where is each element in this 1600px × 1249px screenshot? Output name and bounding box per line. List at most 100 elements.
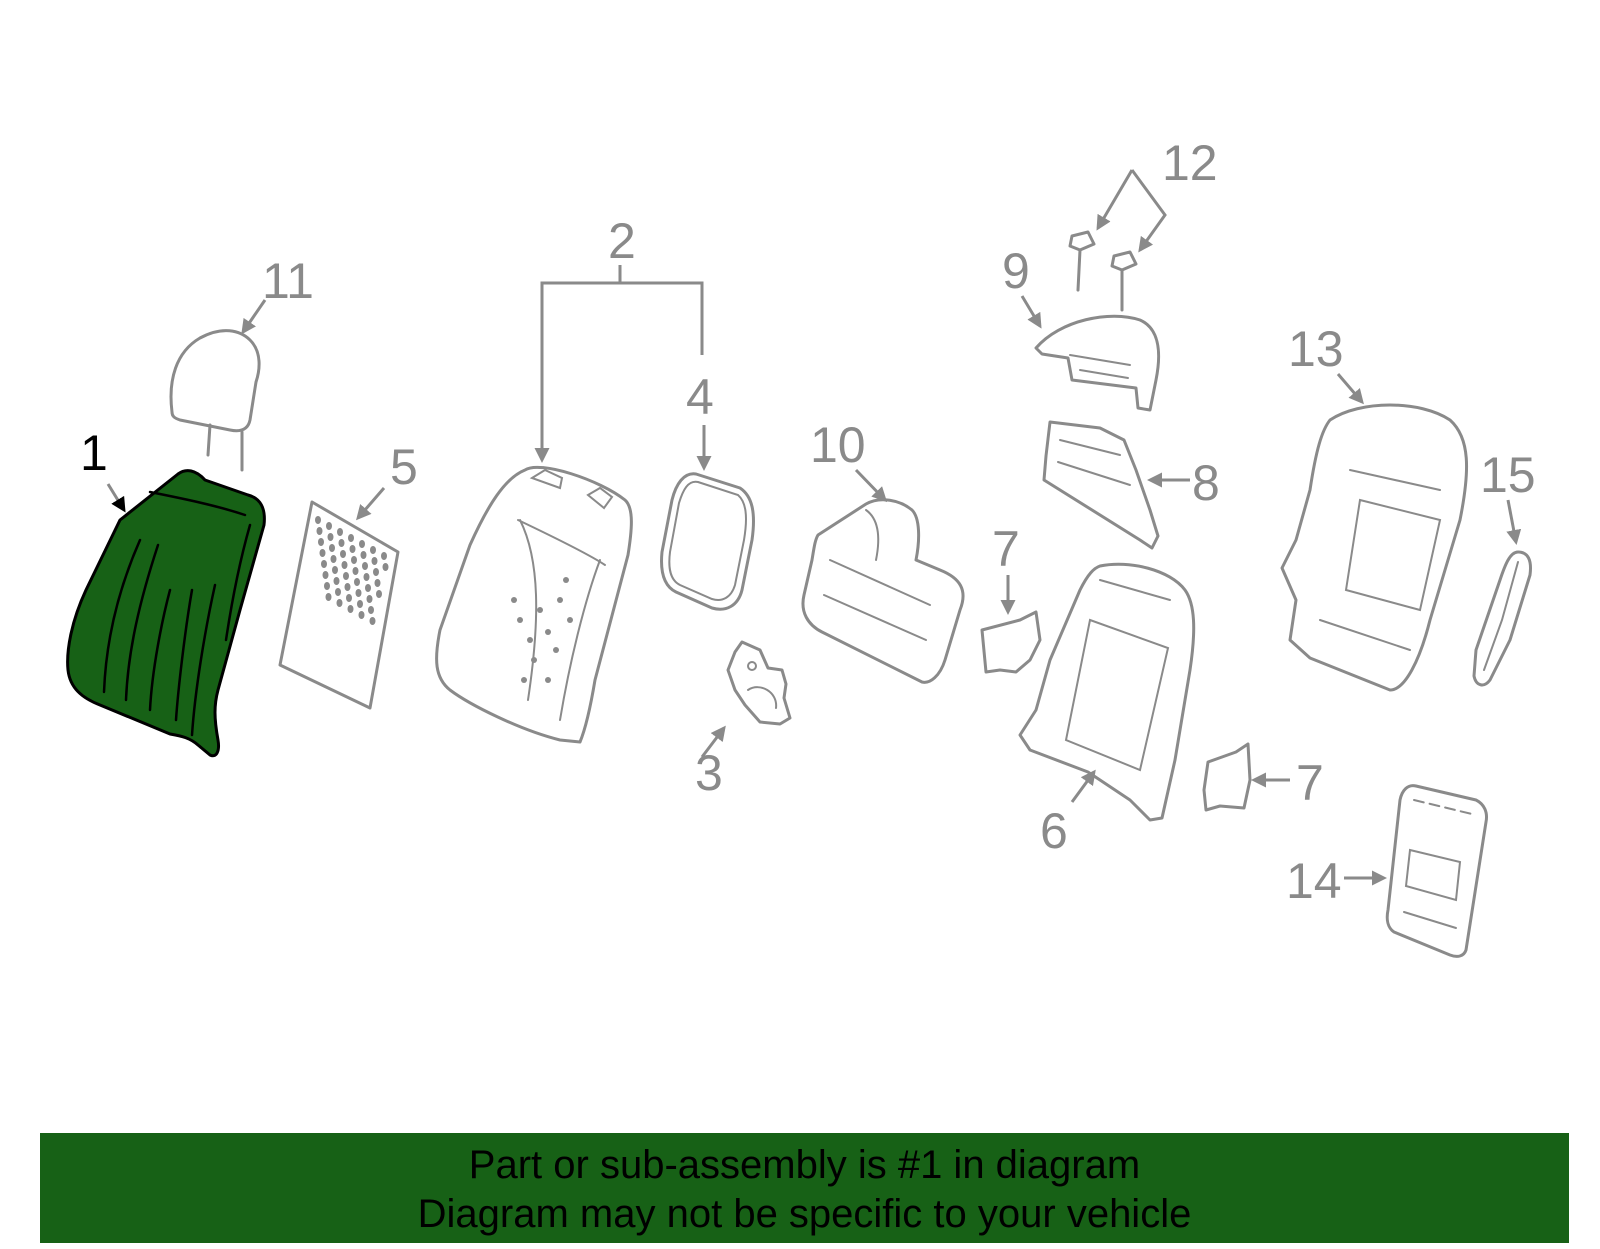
perforation-dot bbox=[354, 578, 360, 586]
perforation-dot bbox=[362, 562, 368, 570]
perforation-dot bbox=[335, 588, 341, 596]
callout-2[interactable]: 2 bbox=[608, 213, 636, 269]
pad-perforation-dot bbox=[521, 677, 527, 683]
perforation-dot bbox=[369, 617, 376, 625]
perforation-dot bbox=[373, 568, 379, 576]
perforation-dot bbox=[368, 606, 374, 614]
pad-perforation-dot bbox=[553, 647, 559, 653]
perforation-dot bbox=[365, 584, 371, 592]
perforation-dot bbox=[329, 544, 335, 552]
leader-9 bbox=[1020, 295, 1042, 329]
leader-12b bbox=[1130, 169, 1167, 253]
callout-4[interactable]: 4 bbox=[686, 369, 714, 425]
callout-14[interactable]: 14 bbox=[1286, 853, 1342, 909]
perforation-dot bbox=[355, 589, 362, 597]
callout-15[interactable]: 15 bbox=[1480, 447, 1536, 503]
callout-12[interactable]: 12 bbox=[1162, 135, 1218, 191]
perforation-dot bbox=[346, 594, 352, 602]
perforation-dot bbox=[348, 534, 354, 542]
callout-5[interactable]: 5 bbox=[390, 439, 418, 495]
part-5-perforated-panel[interactable] bbox=[278, 500, 400, 710]
part-2-seat-back-pad[interactable] bbox=[435, 465, 633, 744]
parts-diagram: 1 11 5 2 4 3 bbox=[66, 135, 1536, 958]
part-9-upper-bracket[interactable] bbox=[1034, 314, 1161, 412]
perforation-dot bbox=[341, 561, 348, 569]
callout-3[interactable]: 3 bbox=[695, 745, 723, 801]
perforation-dot bbox=[351, 556, 357, 564]
perforation-dot bbox=[343, 572, 349, 580]
perforation-dot bbox=[333, 577, 340, 585]
perforation-dot bbox=[349, 545, 356, 553]
perforation-dot bbox=[357, 600, 363, 608]
part-7-bracket-upper[interactable] bbox=[980, 610, 1042, 674]
perforation-dot bbox=[347, 605, 354, 613]
perforation-dot bbox=[318, 538, 324, 546]
perforation-dot bbox=[363, 573, 370, 581]
info-banner: Part or sub-assembly is #1 in diagram Di… bbox=[40, 1133, 1569, 1243]
perforation-dot bbox=[360, 551, 367, 559]
part-10-lumbar-support[interactable] bbox=[801, 498, 965, 684]
part-1-seat-back-cover[interactable] bbox=[66, 469, 266, 758]
callout-7b[interactable]: 7 bbox=[1296, 755, 1324, 811]
callout-11[interactable]: 11 bbox=[262, 253, 314, 309]
perforation-dot bbox=[376, 590, 382, 598]
leader-10 bbox=[854, 468, 888, 503]
callout-6[interactable]: 6 bbox=[1040, 803, 1068, 859]
perforation-dot bbox=[332, 566, 338, 574]
leader-1 bbox=[106, 483, 126, 513]
perforation-dot bbox=[315, 516, 321, 524]
pad-perforation-dot bbox=[537, 607, 543, 613]
perforation-dot bbox=[325, 593, 332, 601]
part-4-pad[interactable] bbox=[660, 472, 755, 611]
perforation-dot bbox=[336, 599, 343, 607]
callout-1[interactable]: 1 bbox=[80, 425, 108, 481]
perforation-dot bbox=[319, 549, 326, 557]
leader-13 bbox=[1336, 373, 1364, 405]
pad-perforation-dot bbox=[557, 597, 563, 603]
leader-12a bbox=[1096, 169, 1134, 231]
perforation-dot bbox=[358, 611, 365, 619]
perforation-dot bbox=[382, 563, 389, 571]
leader-15 bbox=[1506, 499, 1522, 545]
perforation-dot bbox=[374, 579, 381, 587]
callout-7a[interactable]: 7 bbox=[992, 521, 1020, 577]
perforation-dot bbox=[381, 552, 387, 560]
leader-6 bbox=[1070, 769, 1096, 803]
part-13-back-panel[interactable] bbox=[1280, 403, 1468, 692]
perforation-dot bbox=[359, 540, 365, 548]
callout-9[interactable]: 9 bbox=[1002, 243, 1030, 299]
perforation-dot bbox=[321, 560, 327, 568]
perforation-dot bbox=[324, 582, 330, 590]
perforation-dot bbox=[371, 557, 378, 565]
banner-line-2: Diagram may not be specific to your vehi… bbox=[417, 1192, 1192, 1236]
perforation-dot bbox=[327, 533, 334, 541]
part-6-seat-back-frame[interactable] bbox=[1018, 562, 1196, 822]
leader-3 bbox=[700, 725, 726, 758]
pad-perforation-dot bbox=[563, 577, 569, 583]
perforation-dot bbox=[322, 571, 329, 579]
part-12-headrest-guides[interactable] bbox=[1068, 230, 1138, 312]
part-7-bracket-lower[interactable] bbox=[1202, 742, 1252, 812]
part-11-headrest[interactable] bbox=[169, 329, 261, 472]
perforation-dot bbox=[337, 528, 343, 536]
pad-perforation-dot bbox=[511, 597, 517, 603]
part-14-rear-panel[interactable] bbox=[1385, 784, 1488, 958]
callout-13[interactable]: 13 bbox=[1288, 321, 1344, 377]
pad-perforation-dot bbox=[517, 617, 523, 623]
perforation-dot bbox=[316, 527, 323, 535]
pad-perforation-dot bbox=[531, 657, 537, 663]
leader-2b bbox=[620, 281, 704, 355]
perforation-dot bbox=[344, 583, 351, 591]
perforation-dot bbox=[330, 555, 337, 563]
part-3-bracket[interactable] bbox=[726, 640, 792, 726]
perforation-dot bbox=[370, 546, 376, 554]
perforation-dot bbox=[338, 539, 345, 547]
part-8-bracket[interactable] bbox=[1042, 420, 1160, 550]
part-15-trim-strip[interactable] bbox=[1472, 550, 1532, 687]
callout-8[interactable]: 8 bbox=[1192, 455, 1220, 511]
callout-10[interactable]: 10 bbox=[810, 417, 866, 473]
leader-5 bbox=[356, 487, 386, 521]
perforation-dot bbox=[352, 567, 359, 575]
perforation-dot bbox=[366, 595, 373, 603]
perforation-dot bbox=[340, 550, 346, 558]
